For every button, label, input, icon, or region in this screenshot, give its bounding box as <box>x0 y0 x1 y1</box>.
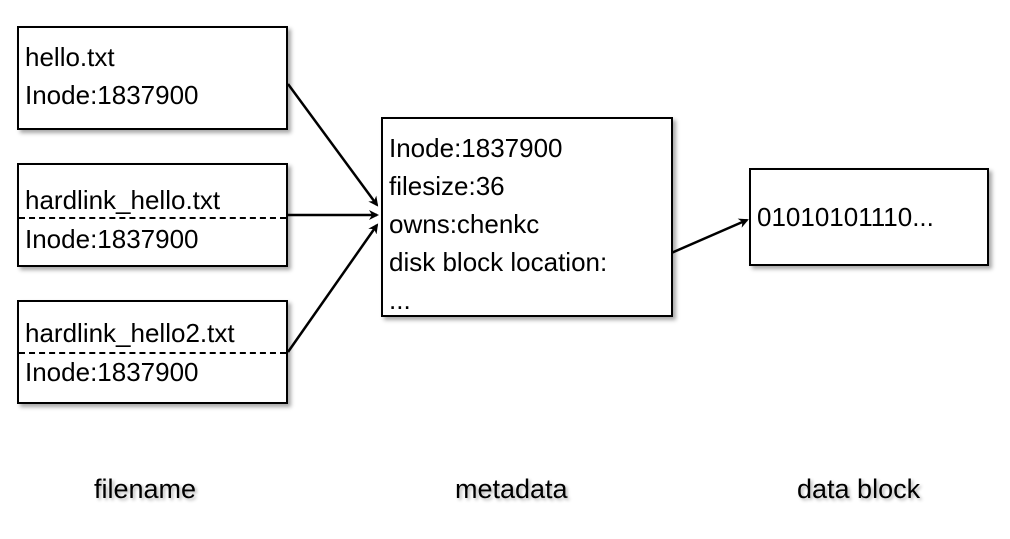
inode-text: Inode:1837900 <box>25 80 199 110</box>
filename-text: hello.txt <box>25 42 115 72</box>
metadata-line-disk-block: disk block location: <box>389 247 608 277</box>
data-block-content: 01010101110... <box>757 202 934 232</box>
metadata-line-more: ... <box>389 285 411 315</box>
arrow-hello-to-metadata <box>286 83 379 207</box>
metadata-box: Inode:1837900 filesize:36 owns:chenkc di… <box>381 117 673 317</box>
inode-text: Inode:1837900 <box>25 357 199 387</box>
filename-text: hardlink_hello.txt <box>25 185 221 215</box>
arrow-hardlink2-to-metadata <box>286 223 379 353</box>
metadata-line-filesize: filesize:36 <box>389 171 505 201</box>
dashed-divider <box>19 217 286 219</box>
dashed-divider <box>19 352 286 354</box>
metadata-lines: Inode:1837900 filesize:36 owns:chenkc di… <box>389 129 607 319</box>
filename-box-hardlink2: hardlink_hello2.txt Inode:1837900 <box>17 300 288 404</box>
filename-box-hardlink: hardlink_hello.txt Inode:1837900 <box>17 163 288 267</box>
label-filename: filename <box>94 474 197 504</box>
data-block-box: 01010101110... <box>749 168 989 266</box>
label-metadata: metadata <box>455 474 568 504</box>
filename-text: hardlink_hello2.txt <box>25 318 235 348</box>
label-data-block: data block <box>797 474 921 504</box>
metadata-line-owns: owns:chenkc <box>389 209 540 239</box>
metadata-line-inode: Inode:1837900 <box>389 133 563 163</box>
filename-box-hello: hello.txt Inode:1837900 <box>17 26 288 130</box>
inode-text: Inode:1837900 <box>25 224 199 254</box>
